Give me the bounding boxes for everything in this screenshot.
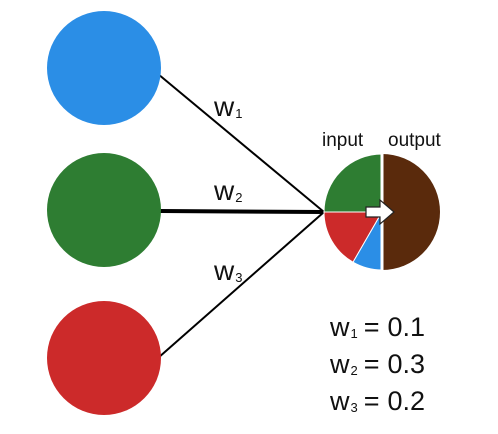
neuron — [323, 153, 440, 271]
neuron-output-label: output — [388, 130, 442, 151]
edge-weight-label-1: w1 — [213, 91, 242, 122]
neuron-input-slices — [323, 153, 383, 271]
equation-w1: w1=0.1 — [329, 312, 425, 342]
equation-w2: w2=0.3 — [329, 349, 425, 379]
neuron-output-half — [382, 154, 440, 270]
equation-w3: w3=0.2 — [329, 386, 425, 416]
right-arrow-icon — [365, 198, 395, 226]
edge-weight-label-2: w2 — [213, 175, 242, 206]
edge-line-2 — [159, 209, 325, 214]
input-node-red — [47, 301, 161, 415]
edge-line-3 — [157, 211, 325, 359]
edge-weight-label-3: w3 — [213, 255, 242, 286]
edge-line-1 — [157, 73, 325, 213]
input-node-green — [47, 153, 161, 267]
neuron-input-label: input — [322, 130, 364, 151]
neuron-slice-red — [323, 211, 383, 263]
neuron-slice-green — [323, 153, 383, 213]
input-node-blue — [47, 11, 161, 125]
